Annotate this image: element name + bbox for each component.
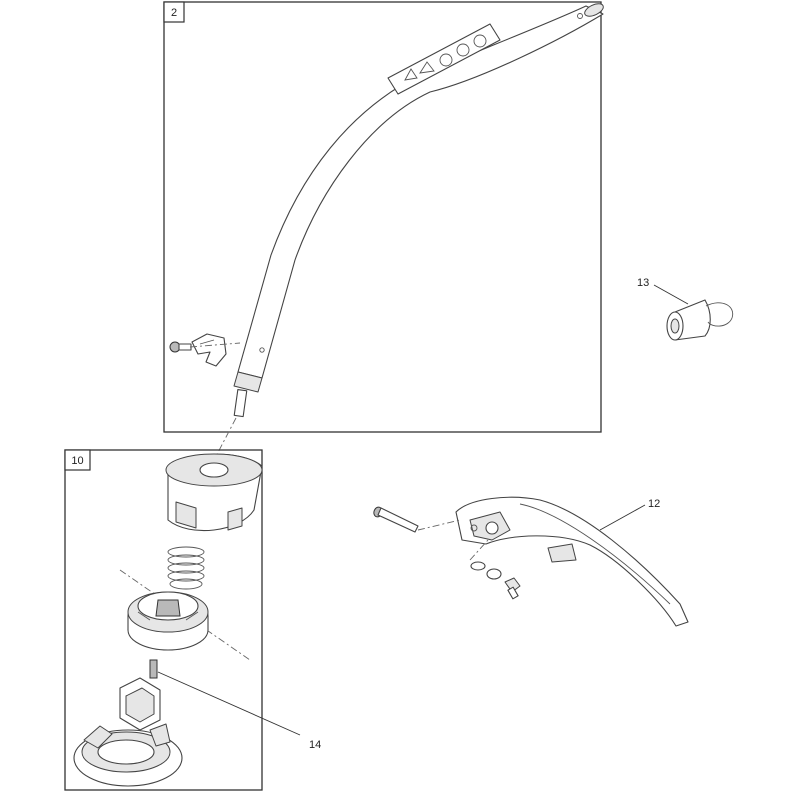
- arbor-bolt-icon: [149, 659, 158, 679]
- head-housing-icon: [73, 677, 183, 787]
- end-cap-icon: [666, 299, 734, 341]
- bracket-axis: [189, 342, 241, 348]
- guard-callout: 12: [648, 498, 660, 510]
- end-cap-leader: [653, 284, 689, 305]
- head-group-tag: 10: [71, 455, 83, 467]
- spring-icon: [167, 546, 205, 590]
- spool-icon: [127, 591, 209, 651]
- shaft-group-tag: 2: [171, 7, 177, 19]
- bump-knob-icon: [165, 453, 263, 532]
- guard-hardware-icon: [470, 561, 521, 600]
- arbor-bolt-callout: 14: [309, 739, 321, 751]
- guard-bolt-icon: [373, 506, 419, 533]
- guard-hardware-axis: [469, 539, 489, 561]
- shaft-group-box: 2: [163, 1, 602, 433]
- arbor-bolt-leader: [157, 671, 301, 736]
- handle-bracket-icon: [191, 333, 227, 367]
- grass-guard-icon: [455, 496, 689, 627]
- guard-leader: [599, 504, 646, 531]
- head-group-tag-frame: [64, 449, 91, 471]
- warning-decal-icon: [387, 23, 501, 95]
- bolt-icon: [169, 341, 192, 353]
- end-cap-callout: 13: [637, 277, 649, 289]
- head-group-box: 10: [64, 449, 263, 791]
- guard-bolt-axis: [417, 519, 461, 531]
- shaft-group-tag-frame: [163, 1, 185, 23]
